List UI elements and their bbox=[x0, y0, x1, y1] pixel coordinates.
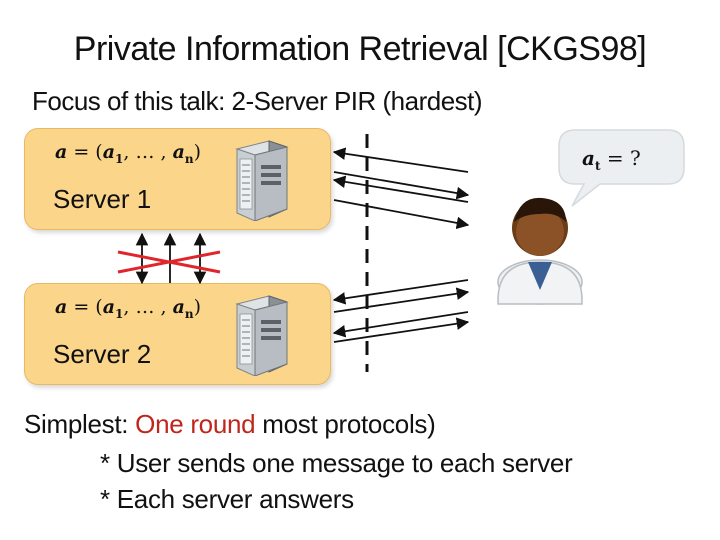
slide-subtitle: Focus of this talk: 2-Server PIR (hardes… bbox=[32, 86, 483, 116]
message-arrow-from-server-2 bbox=[333, 317, 470, 343]
thought-bubble bbox=[558, 129, 685, 207]
server-2-database-formula: a = (a1, … , an) bbox=[55, 296, 202, 321]
message-arrow-from-server-1 bbox=[333, 199, 470, 230]
server-tower-icon bbox=[235, 295, 289, 376]
message-arrow-from-server-1 bbox=[333, 171, 470, 200]
cross-out-mark bbox=[117, 250, 221, 274]
summary-highlight: One round bbox=[135, 409, 256, 439]
message-arrow-to-server-2 bbox=[332, 279, 469, 305]
bubble-query-text: at = ? bbox=[582, 146, 641, 173]
bullet-item: * User sends one message to each server bbox=[100, 448, 573, 478]
server-tower-icon bbox=[235, 140, 289, 221]
server-1-database-formula: a = (a1, … , an) bbox=[55, 141, 202, 166]
server-2-box: a = (a1, … , an) Server 2 bbox=[24, 283, 331, 385]
slide-title: Private Information Retrieval [CKGS98] bbox=[73, 30, 647, 68]
server-1-box: a = (a1, … , an) Server 1 bbox=[24, 128, 331, 230]
summary-prefix: Simplest: bbox=[24, 409, 136, 439]
bullet-item: * Each server answers bbox=[100, 484, 354, 514]
message-arrow-to-server-2 bbox=[332, 311, 469, 338]
bottom-summary: Simplest: One round most protocols) bbox=[24, 404, 436, 444]
server-1-label: Server 1 bbox=[53, 184, 152, 214]
server-2-label: Server 2 bbox=[53, 339, 152, 369]
message-arrow-to-server-1 bbox=[332, 147, 469, 173]
summary-suffix: most protocols) bbox=[255, 409, 436, 439]
message-arrow-from-server-2 bbox=[333, 287, 470, 313]
message-arrow-to-server-1 bbox=[332, 175, 469, 203]
user-avatar-icon bbox=[497, 197, 583, 305]
